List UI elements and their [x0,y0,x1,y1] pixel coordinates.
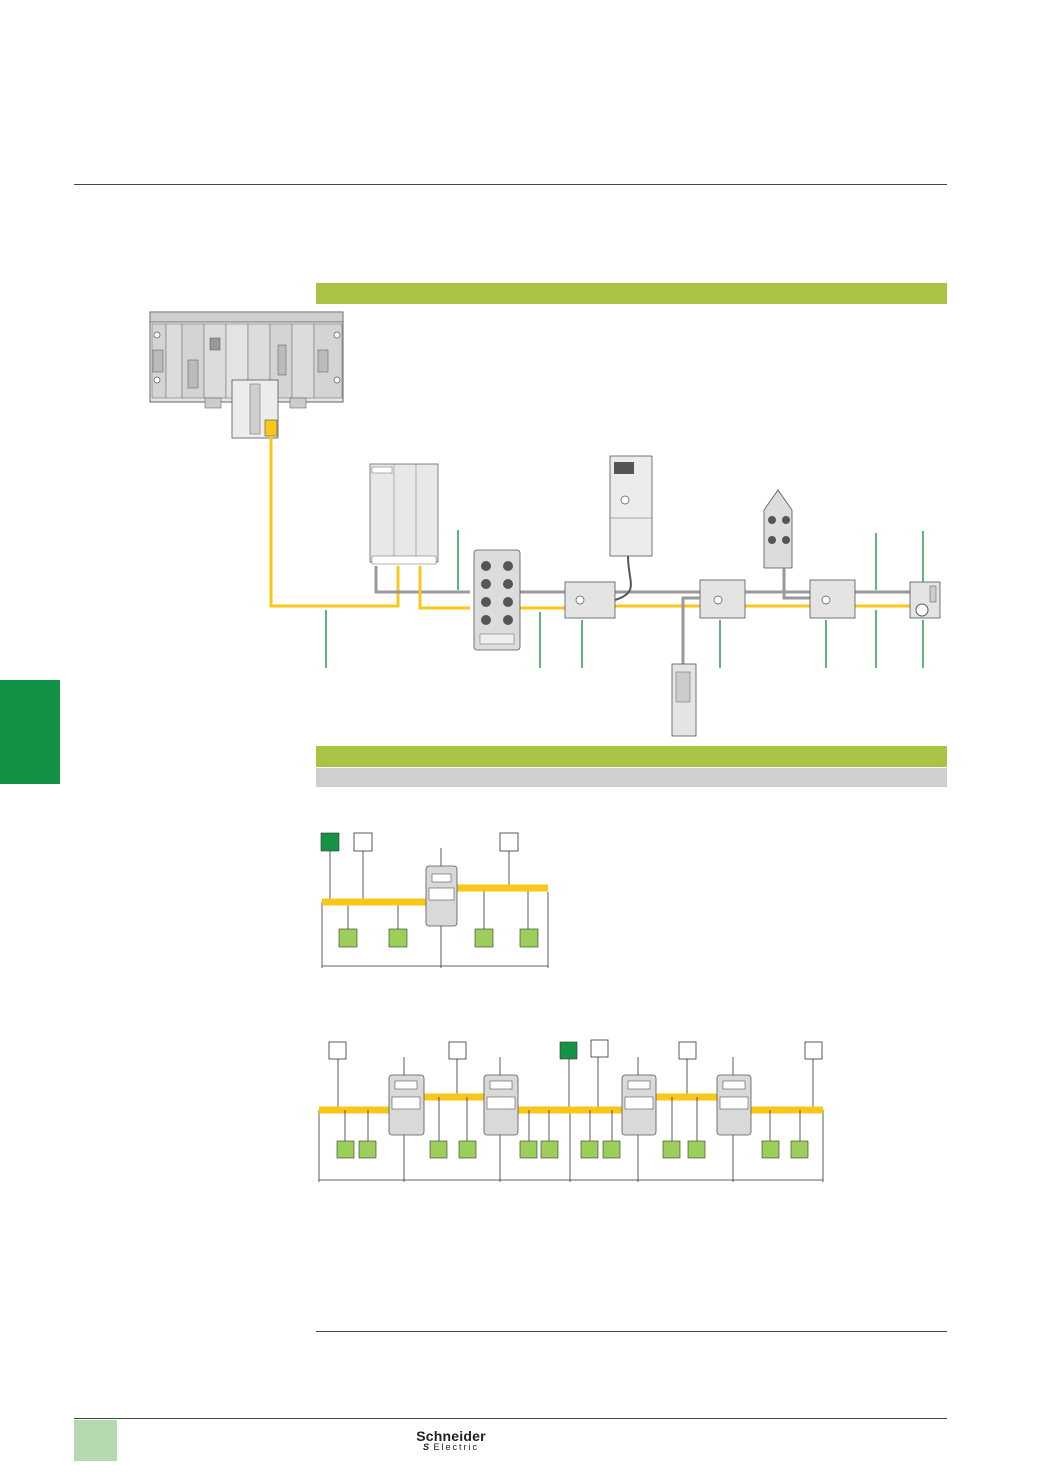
section-header-band-1 [316,283,947,304]
logo-sub: Electric [433,1442,480,1452]
repeater-icon [388,1074,425,1136]
tap-connector-icon [564,581,616,619]
tap-connector-icon [681,579,746,668]
io-module-icon [473,549,521,651]
plc-rack-icon [149,311,344,439]
power-supply-nodes [328,1039,823,1060]
line-terminator-icon [909,581,941,619]
chapter-side-tab [0,680,60,784]
power-supply-node [353,832,373,852]
schneider-electric-logo: Schneider S Electric [408,1428,494,1452]
repeater-icon [425,865,458,927]
network-architecture-diagram [149,311,941,737]
content-bottom-rule [316,1331,947,1332]
power-supply-icon [369,463,439,565]
repeater-icon [671,663,697,737]
repeater-icon [621,1074,657,1136]
master-node [320,832,340,852]
topology-diagram-multi-repeater [318,1039,824,1182]
asi-cable-main [269,436,400,608]
repeater-icon [483,1074,519,1136]
callout-marker-lines [325,530,924,668]
power-supply-node [499,832,519,852]
page-number-box [74,1420,117,1461]
tap-connector-icon [809,579,856,619]
logo-mark: S [422,1442,429,1452]
section-subheader-band [316,768,947,787]
master-node [559,1041,578,1060]
topology-diagram-one-repeater [320,832,549,968]
section-header-band-2 [316,746,947,767]
top-rule [74,184,947,185]
slave-nodes [338,928,539,948]
footer-rule [74,1418,947,1419]
motor-starter-icon [609,455,653,601]
logo-brand: Schneider [416,1428,486,1444]
slave-nodes [336,1140,809,1159]
io-splitter-icon [763,489,810,600]
repeater-icon [716,1074,752,1136]
